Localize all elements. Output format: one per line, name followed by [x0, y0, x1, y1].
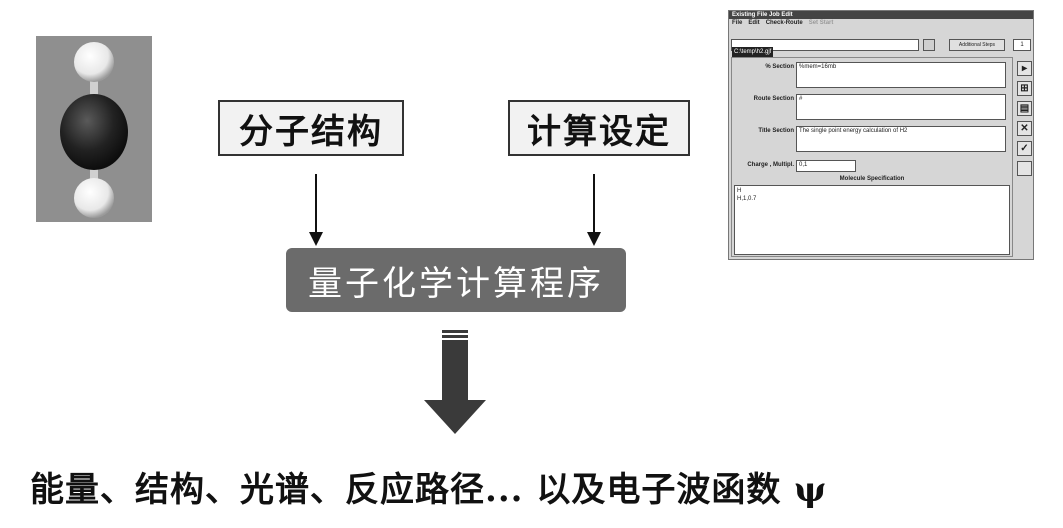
molecule-spec-line: H	[737, 188, 742, 194]
job-edit-window: Existing File Job Edit File Edit Check-R…	[728, 10, 1034, 260]
molecule-image	[36, 36, 152, 222]
menu-check-route[interactable]: Check-Route	[765, 20, 803, 26]
hydrogen-atom-bottom	[74, 178, 114, 218]
carbon-atom	[60, 94, 128, 170]
job-sections-panel: % Section %mem=16mb Route Section # Titl…	[731, 57, 1013, 257]
arrow-structure-line	[315, 174, 317, 236]
menu-edit[interactable]: Edit	[748, 20, 760, 26]
menu-bar: File Edit Check-Route Set Start	[729, 19, 1033, 28]
file-row: C:\temp\h2.gjf Additional Steps 1	[731, 39, 1031, 57]
filename-value: C:\temp\h2.gjf	[732, 47, 774, 57]
link0-label: % Section	[765, 64, 794, 70]
window-title: Existing File Job Edit	[729, 11, 1033, 19]
hydrogen-atom-top	[74, 42, 114, 82]
title-field[interactable]: The single point energy calculation of H…	[796, 126, 1006, 152]
output-arrow	[424, 330, 486, 436]
browse-button[interactable]	[923, 39, 935, 51]
route-field[interactable]: #	[796, 94, 1006, 120]
link0-field[interactable]: %mem=16mb	[796, 62, 1006, 88]
molecule-spec-line: H,1,0.7	[737, 196, 757, 202]
program-label: 量子化学计算程序	[308, 263, 604, 304]
arrow-settings-line	[593, 174, 595, 236]
result-text: 能量、结构、光谱、反应路径... 以及电子波函数 ψ	[30, 470, 828, 510]
charge-label: Charge , Multipl.	[747, 162, 794, 168]
molecule-spec-field[interactable]: H H,1,0.7	[734, 185, 1010, 255]
ok-icon[interactable]: ✓	[1017, 141, 1032, 156]
menu-file[interactable]: File	[732, 20, 743, 26]
route-label: Route Section	[753, 96, 794, 102]
additional-steps-button[interactable]: Additional Steps	[949, 39, 1005, 51]
blank-icon[interactable]	[1017, 161, 1032, 176]
arrow-structure-head	[309, 232, 323, 246]
filename-field[interactable]: C:\temp\h2.gjf	[731, 39, 919, 57]
menu-set-start[interactable]: Set Start	[808, 20, 834, 26]
paste-icon[interactable]: ▤	[1017, 101, 1032, 116]
arrow-settings-head	[587, 232, 601, 246]
title-label: Title Section	[758, 128, 794, 134]
quantum-chemistry-program-box: 量子化学计算程序	[286, 248, 626, 312]
charge-field[interactable]: 0,1	[796, 160, 856, 172]
molecular-structure-label: 分子结构	[239, 111, 383, 152]
run-icon[interactable]: ▸	[1017, 61, 1032, 76]
cancel-icon[interactable]: ✕	[1017, 121, 1032, 136]
molecular-structure-box: 分子结构	[218, 100, 404, 156]
calculation-settings-label: 计算设定	[527, 111, 671, 152]
molecule-spec-label: Molecule Specification	[839, 176, 905, 182]
steps-count-field[interactable]: 1	[1013, 39, 1031, 51]
calculation-settings-box: 计算设定	[508, 100, 690, 156]
add-icon[interactable]: ⊞	[1017, 81, 1032, 96]
side-toolbar: ▸ ⊞ ▤ ✕ ✓	[1017, 61, 1033, 181]
